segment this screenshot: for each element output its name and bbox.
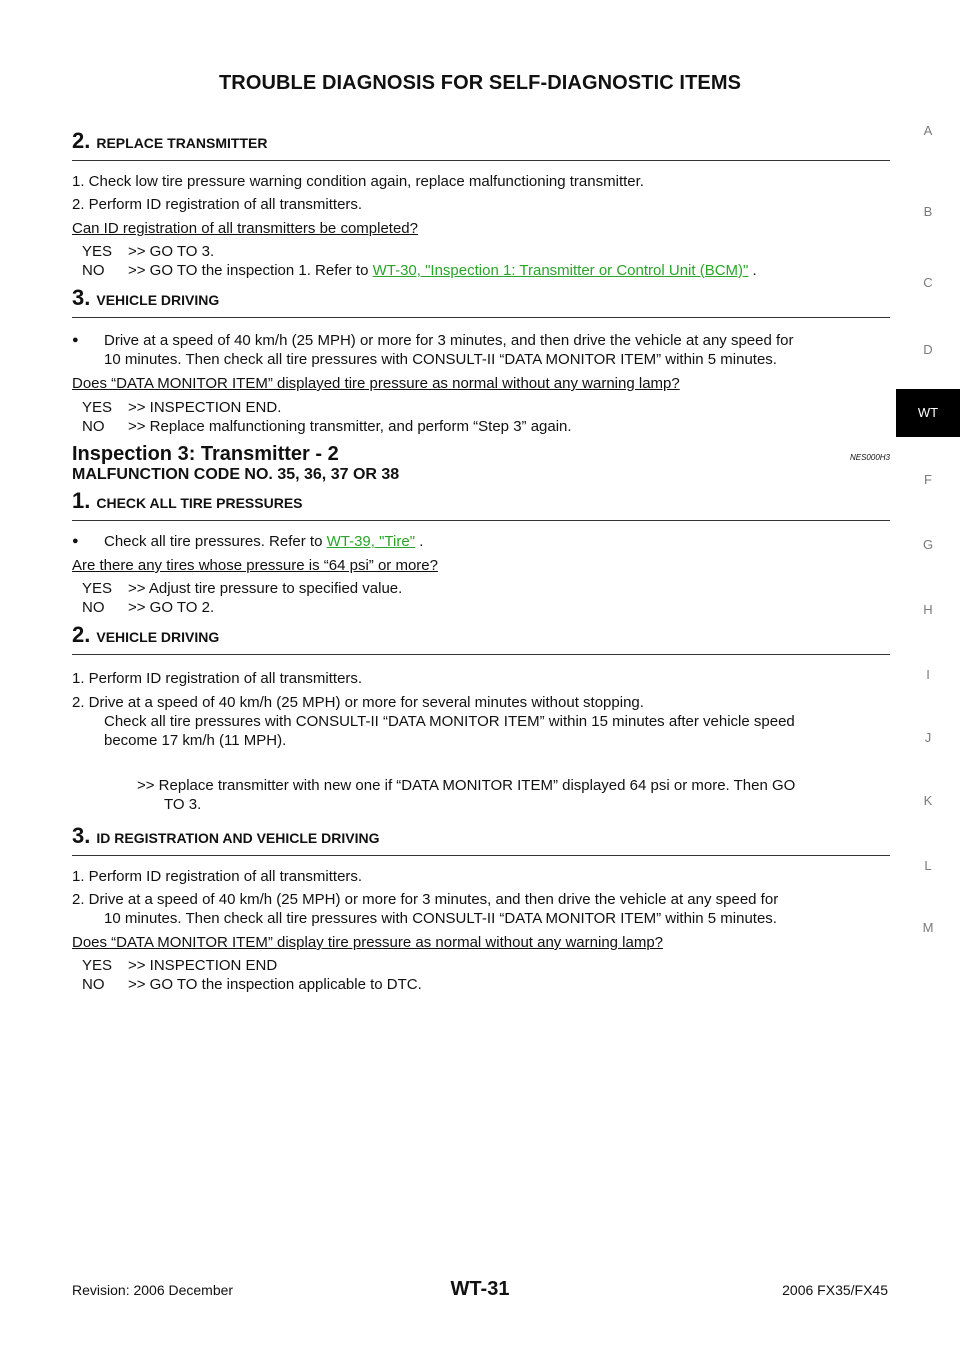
response-key: YES <box>82 243 113 260</box>
result-continuation: TO 3. <box>164 796 202 813</box>
response-yes: YES >> INSPECTION END. <box>82 398 890 417</box>
instruction-item: 1. Perform ID registration of all transm… <box>72 670 363 687</box>
index-tab-a[interactable]: A <box>923 123 933 138</box>
instruction-continuation: Check all tire pressures with CONSULT-II… <box>104 713 795 730</box>
bullet-item: ● Check all tire pressures. Refer to WT-3… <box>72 532 890 551</box>
step-number: 1. <box>72 488 91 513</box>
check-question: Does “DATA MONITOR ITEM” display tire pr… <box>72 934 664 951</box>
response-text: >> GO TO the inspection applicable to DT… <box>128 976 422 993</box>
index-tab-g[interactable]: G <box>922 537 934 552</box>
response-no: NO >> GO TO the inspection applicable to … <box>82 975 890 994</box>
response-text: >> GO TO the inspection 1. Refer to <box>128 262 369 279</box>
step-title: VEHICLE DRIVING <box>96 292 220 308</box>
reference-link[interactable]: WT-39, "Tire" <box>326 533 416 550</box>
model-label: 2006 FX35/FX45 <box>782 1282 888 1298</box>
check-question: Does “DATA MONITOR ITEM” displayed tire … <box>72 375 680 392</box>
bullet-tail: . <box>415 533 424 550</box>
page-title: TROUBLE DIAGNOSIS FOR SELF-DIAGNOSTIC IT… <box>218 72 742 94</box>
index-tab-m[interactable]: M <box>922 920 934 935</box>
revision-label: Revision: 2006 December <box>72 1282 234 1298</box>
step-heading: 2. REPLACE TRANSMITTER <box>72 128 890 161</box>
bullet-continuation: 10 minutes. Then check all tire pressure… <box>104 351 777 368</box>
bullet-icon: ● <box>72 535 79 547</box>
step-title: CHECK ALL TIRE PRESSURES <box>96 495 303 511</box>
response-key: NO <box>82 418 105 435</box>
check-question: Are there any tires whose pressure is “6… <box>72 557 438 574</box>
response-yes: YES >> Adjust tire pressure to specified … <box>82 579 890 598</box>
section-title: Inspection 3: Transmitter - 2 <box>72 443 339 465</box>
response-tail: . <box>748 262 757 279</box>
response-no: NO >> Replace malfunctioning transmitter,… <box>82 417 890 436</box>
instruction-item: 1. Perform ID registration of all transm… <box>72 868 363 885</box>
bullet-text: Drive at a speed of 40 km/h (25 MPH) or … <box>104 332 794 349</box>
instruction-continuation: become 17 km/h (11 MPH). <box>104 732 287 749</box>
response-text: >> Replace malfunctioning transmitter, a… <box>128 418 572 435</box>
bullet-item: ● Drive at a speed of 40 km/h (25 MPH) or… <box>72 331 890 350</box>
response-yes: YES >> INSPECTION END <box>82 956 890 975</box>
response-key: NO <box>82 976 105 993</box>
index-tab-h[interactable]: H <box>923 602 933 617</box>
step-title: ID REGISTRATION AND VEHICLE DRIVING <box>96 830 380 846</box>
response-text: >> INSPECTION END <box>128 957 278 974</box>
bullet-text: Check all tire pressures. Refer to <box>104 533 323 550</box>
index-tab-k[interactable]: K <box>923 793 933 808</box>
index-tab-l[interactable]: L <box>924 858 932 873</box>
instruction-continuation: 10 minutes. Then check all tire pressure… <box>104 910 777 927</box>
index-tab-i[interactable]: I <box>926 667 930 682</box>
index-tab-c[interactable]: C <box>923 275 933 290</box>
check-question: Can ID registration of all transmitters … <box>72 220 418 237</box>
response-key: YES <box>82 399 113 416</box>
index-tab-d[interactable]: D <box>923 342 933 357</box>
result-text: >> Replace transmitter with new one if “… <box>137 777 796 794</box>
response-no: NO >> GO TO the inspection 1. Refer to WT… <box>82 261 890 280</box>
response-text: >> GO TO 3. <box>128 243 215 260</box>
index-tab-wt[interactable]: WT <box>896 389 960 437</box>
response-no: NO >> GO TO 2. <box>82 598 890 617</box>
response-key: YES <box>82 957 113 974</box>
step-heading: 2. VEHICLE DRIVING <box>72 622 890 655</box>
step-number: 2. <box>72 128 91 153</box>
response-key: NO <box>82 262 105 279</box>
index-tab-b[interactable]: B <box>923 204 933 219</box>
reference-link[interactable]: WT-30, "Inspection 1: Transmitter or Con… <box>372 262 749 279</box>
step-number: 2. <box>72 622 91 647</box>
page-number: WT-31 <box>450 1278 510 1300</box>
response-text: >> GO TO 2. <box>128 599 215 616</box>
instruction-item: 1. Check low tire pressure warning condi… <box>72 173 644 190</box>
section-heading: Inspection 3: Transmitter - 2 NES000H3 <box>72 443 890 466</box>
step-title: VEHICLE DRIVING <box>96 629 220 645</box>
bullet-icon: ● <box>72 334 79 346</box>
index-tab-j[interactable]: J <box>924 730 932 745</box>
step-title: REPLACE TRANSMITTER <box>96 135 268 151</box>
index-tab-f[interactable]: F <box>924 472 932 487</box>
step-number: 3. <box>72 285 91 310</box>
instruction-item: 2. Perform ID registration of all transm… <box>72 196 363 213</box>
response-text: >> INSPECTION END. <box>128 399 282 416</box>
response-key: NO <box>82 599 105 616</box>
step-heading: 3. ID REGISTRATION AND VEHICLE DRIVING <box>72 823 890 856</box>
section-code: NES000H3 <box>849 453 890 462</box>
step-heading: 1. CHECK ALL TIRE PRESSURES <box>72 488 890 521</box>
response-yes: YES >> GO TO 3. <box>82 242 890 261</box>
instruction-item: 2. Drive at a speed of 40 km/h (25 MPH) … <box>72 694 644 711</box>
step-heading: 3. VEHICLE DRIVING <box>72 285 890 318</box>
response-text: >> Adjust tire pressure to specified val… <box>128 580 403 597</box>
section-subtitle: MALFUNCTION CODE NO. 35, 36, 37 OR 38 <box>72 466 400 483</box>
instruction-item: 2. Drive at a speed of 40 km/h (25 MPH) … <box>72 891 779 908</box>
response-key: YES <box>82 580 113 597</box>
step-number: 3. <box>72 823 91 848</box>
